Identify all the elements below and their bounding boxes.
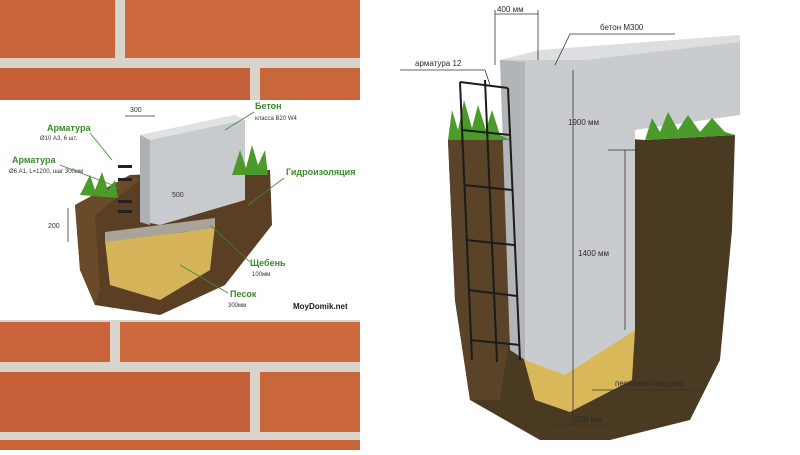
dim-depth-1400: 1400 мм: [578, 249, 609, 258]
rebar-cage: [459, 79, 521, 363]
dim-width-400: 400 мм: [497, 5, 524, 14]
concrete-column: [500, 40, 740, 375]
label-armatura-bottom-spec: Ø6 А1, L=1200, шаг 300мм: [9, 169, 83, 175]
grass-right: [645, 112, 735, 140]
label-hydro: Гидроизоляция: [286, 167, 355, 177]
strip-foundation-panel: 300 500 200 Арматура Ø10 А3, 6 шт. Армат…: [0, 0, 360, 450]
rebar-ends: [118, 165, 132, 213]
label-sand: Песок: [230, 289, 257, 299]
column-foundation-panel: 400 мм бетон М300 арматура 12 1900 мм 14…: [360, 0, 800, 450]
dim-cushion-200: 200 мм: [575, 415, 602, 424]
label-sand-cushion: песчаная подушка: [615, 379, 684, 388]
label-rebar: арматура 12: [415, 59, 462, 68]
label-gravel-spec: 100мм: [252, 272, 270, 278]
brick-wall-bottom: [0, 320, 360, 450]
grass-right: [232, 145, 268, 175]
label-armatura-top: Арматура: [47, 123, 91, 133]
grass-left: [80, 172, 118, 198]
column-foundation-diagram: 400 мм бетон М300 арматура 12 1900 мм 14…: [360, 0, 800, 450]
watermark-logo: MoyDomik.net: [293, 302, 348, 311]
dim-depth-200: 200: [48, 223, 60, 230]
dim-width-300: 300: [130, 107, 142, 114]
concrete-strip: [140, 115, 245, 225]
label-armatura-top-spec: Ø10 А3, 6 шт.: [40, 136, 78, 142]
dim-height-500: 500: [172, 192, 184, 199]
label-concrete: бетон М300: [600, 23, 644, 32]
label-beton: Бетон: [255, 101, 282, 111]
gravel-layer: [105, 218, 215, 242]
dim-height-1900: 1900 мм: [568, 118, 599, 127]
label-beton-spec: класса В20 W4: [255, 116, 298, 122]
strip-foundation-diagram: 300 500 200 Арматура Ø10 А3, 6 шт. Армат…: [0, 0, 360, 450]
label-gravel: Щебень: [250, 258, 286, 268]
sand-layer: [105, 225, 215, 300]
label-armatura-bottom: Арматура: [12, 155, 56, 165]
label-sand-spec: 300мм: [228, 303, 246, 309]
brick-wall-top: [0, 0, 360, 100]
